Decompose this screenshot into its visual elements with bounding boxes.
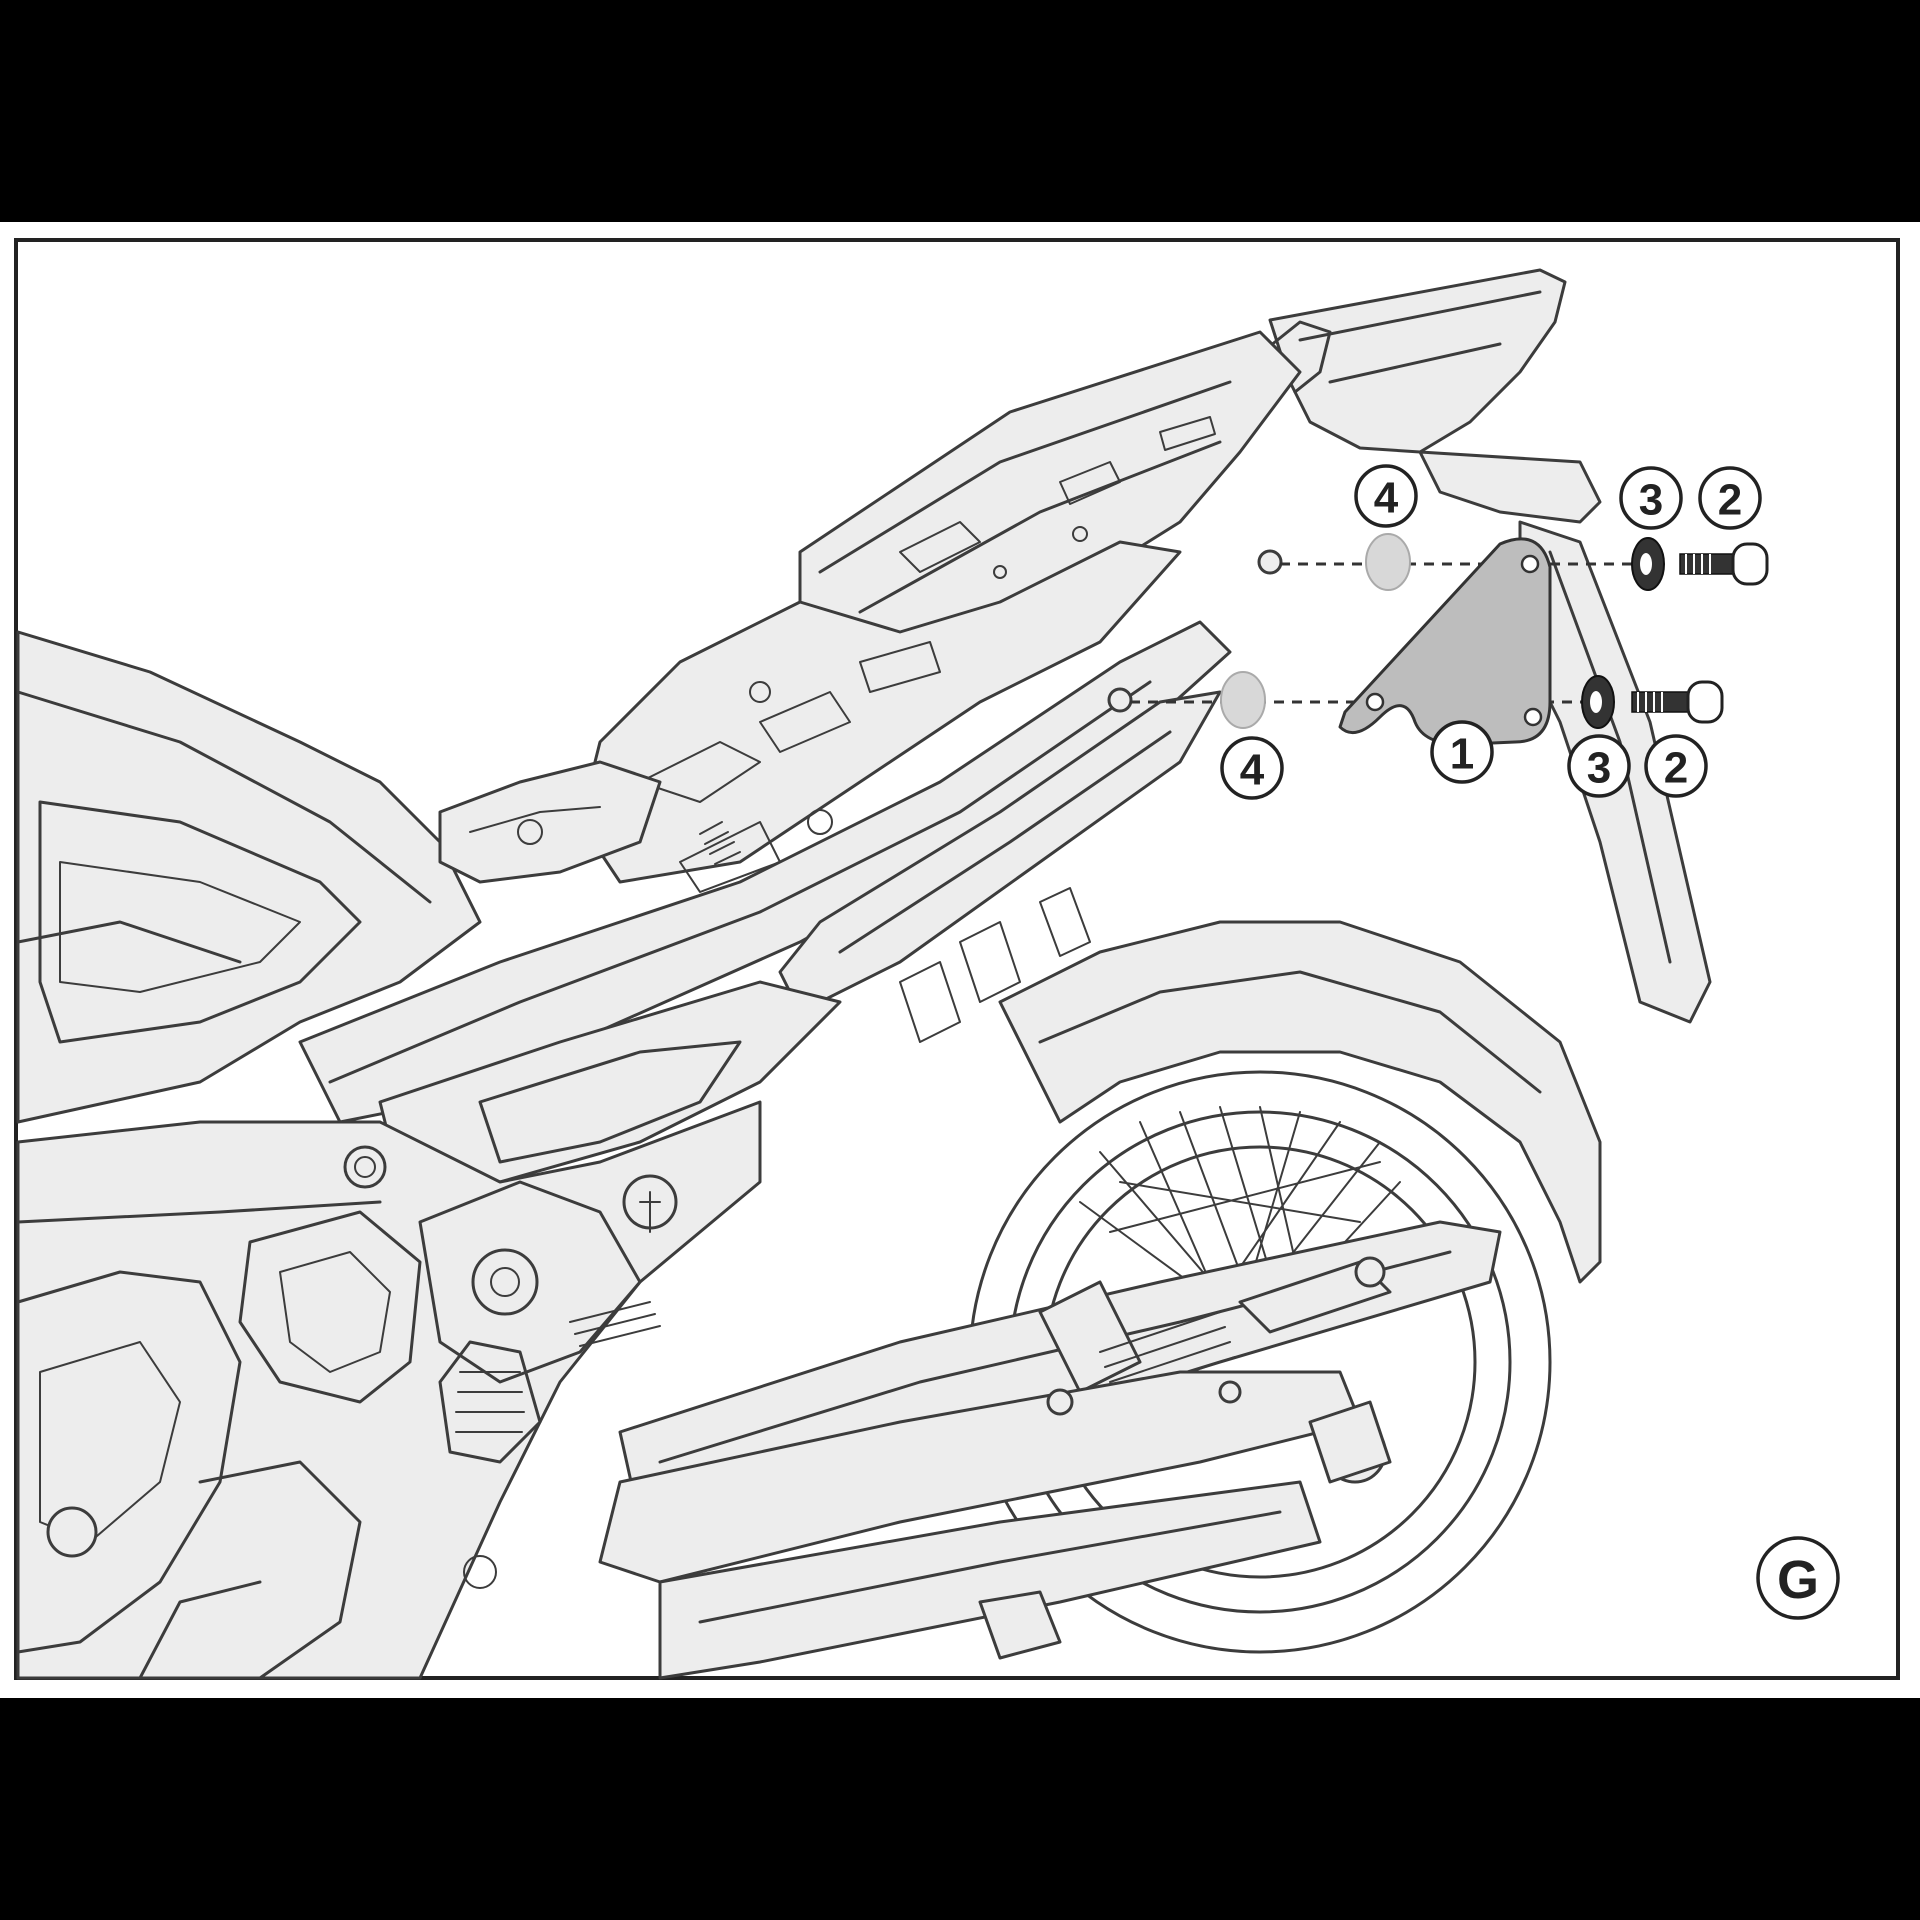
callout-label: 2 xyxy=(1664,744,1688,793)
callout-label: 3 xyxy=(1639,476,1663,525)
bracket-hole xyxy=(1523,707,1543,727)
callout-label: 1 xyxy=(1450,730,1474,779)
callout-1: 1 xyxy=(1430,720,1494,784)
callout-4-lower: 4 xyxy=(1220,736,1284,800)
diagram-panel: 1 2 2 3 3 4 4 G xyxy=(0,222,1920,1698)
assembly-diagram: 1 2 2 3 3 4 4 G xyxy=(14,238,1900,1680)
callout-2-lower: 2 xyxy=(1644,734,1708,798)
callout-label: 3 xyxy=(1587,744,1611,793)
motorcycle-rear-frame-line-art xyxy=(16,268,1712,1680)
letterbox-bottom xyxy=(0,1698,1920,1920)
bracket-hole xyxy=(1520,554,1540,574)
letterbox-top xyxy=(0,0,1920,222)
figure-label-text: G xyxy=(1777,1550,1819,1610)
callout-label: 2 xyxy=(1718,476,1742,525)
callout-label: 4 xyxy=(1374,474,1399,523)
callout-label: 4 xyxy=(1240,746,1265,795)
callout-4-upper: 4 xyxy=(1354,464,1418,528)
callout-3-upper: 3 xyxy=(1619,466,1683,530)
figure-label: G xyxy=(1756,1536,1840,1620)
bolt-icon xyxy=(1631,542,1769,724)
callout-3-lower: 3 xyxy=(1567,734,1631,798)
bracket-hole xyxy=(1365,692,1385,712)
washer-icon xyxy=(1581,537,1665,729)
callout-2-upper: 2 xyxy=(1698,466,1762,530)
spacer-icon xyxy=(1220,533,1411,729)
